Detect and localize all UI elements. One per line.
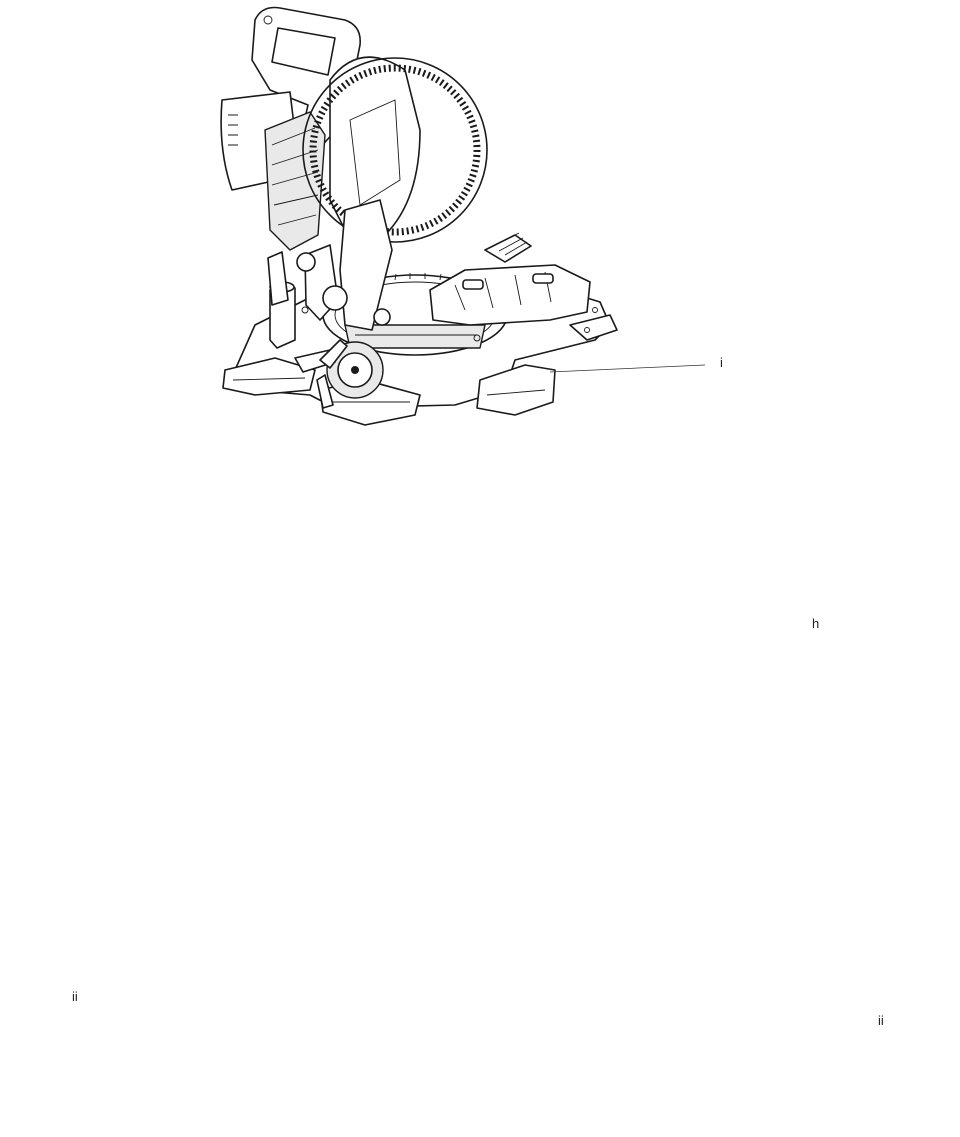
callout-i: i bbox=[720, 355, 723, 370]
callout-ii-left: ii bbox=[72, 989, 78, 1004]
callout-ii-right: ii bbox=[878, 1013, 884, 1028]
saw-head bbox=[220, 6, 488, 331]
callout-h: h bbox=[812, 616, 820, 631]
